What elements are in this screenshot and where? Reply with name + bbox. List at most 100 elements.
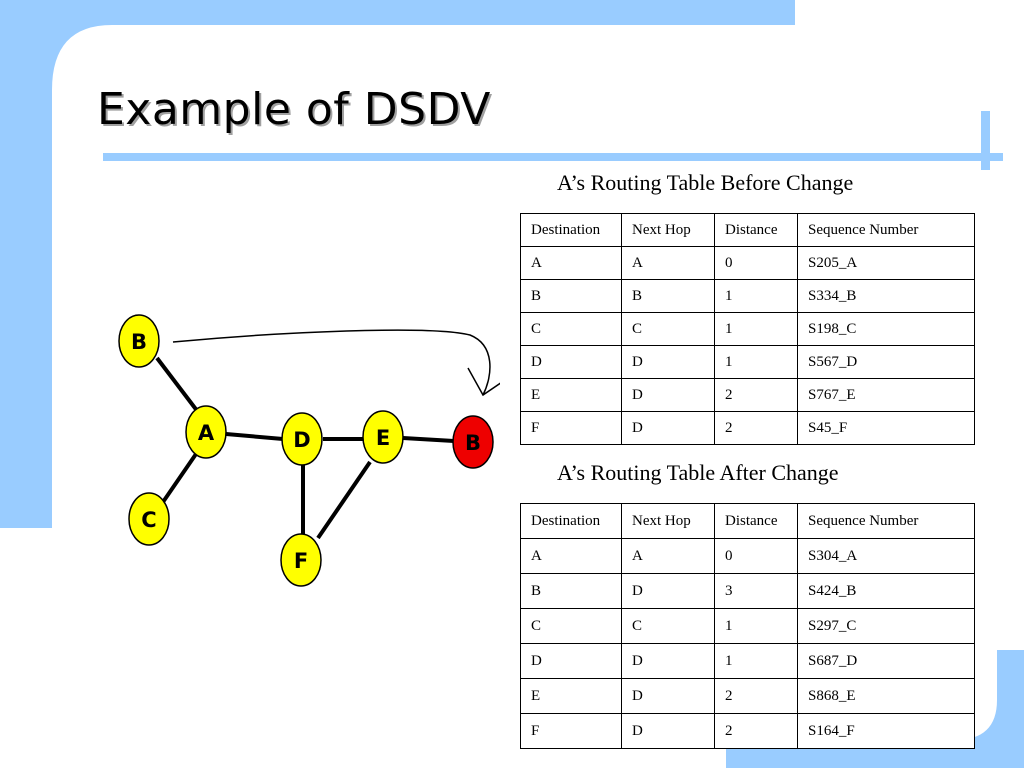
cell-distance: 1 <box>714 279 798 313</box>
cell-next-hop: A <box>621 538 715 574</box>
node-b-new: B <box>452 415 494 469</box>
movement-arrowhead <box>467 367 500 397</box>
node-f: F <box>280 533 322 587</box>
cell-distance: 2 <box>714 378 798 412</box>
node-a-label: A <box>198 421 215 445</box>
cell-distance: 0 <box>714 538 798 574</box>
cell-distance: 3 <box>714 573 798 609</box>
table-row: C C 1 S297_C <box>520 608 975 644</box>
cell-sequence-number: S205_A <box>797 246 975 280</box>
cell-destination: A <box>520 246 622 280</box>
cell-destination: F <box>520 713 622 749</box>
cell-sequence-number: S687_D <box>797 643 975 679</box>
cell-distance: 2 <box>714 713 798 749</box>
cell-destination: D <box>520 643 622 679</box>
cell-sequence-number: S868_E <box>797 678 975 714</box>
table-row: E D 2 S767_E <box>520 378 975 412</box>
cell-destination: F <box>520 411 622 445</box>
node-c: C <box>128 492 170 546</box>
cell-sequence-number: S567_D <box>797 345 975 379</box>
cell-distance: 1 <box>714 608 798 644</box>
cell-destination: C <box>520 608 622 644</box>
node-f-label: F <box>294 549 308 573</box>
after-routing-table: Destination Next Hop Distance Sequence N… <box>520 503 975 749</box>
node-e: E <box>362 410 404 464</box>
node-b-new-label: B <box>465 431 481 455</box>
link-a-d <box>225 432 284 441</box>
link-b-a <box>155 356 200 414</box>
table-row: E D 2 S868_E <box>520 678 975 714</box>
cell-destination: E <box>520 378 622 412</box>
cell-distance: 1 <box>714 345 798 379</box>
header-sequence-number: Sequence Number <box>797 503 975 539</box>
cell-distance: 0 <box>714 246 798 280</box>
cell-distance: 2 <box>714 411 798 445</box>
table-row: C C 1 S198_C <box>520 312 975 346</box>
cell-destination: C <box>520 312 622 346</box>
cell-sequence-number: S334_B <box>797 279 975 313</box>
cell-next-hop: C <box>621 608 715 644</box>
node-d: D <box>281 412 323 466</box>
title-underline-tick <box>981 111 990 170</box>
header-next-hop: Next Hop <box>621 213 715 247</box>
cell-next-hop: D <box>621 345 715 379</box>
before-routing-table: Destination Next Hop Distance Sequence N… <box>520 213 975 445</box>
cell-destination: B <box>520 573 622 609</box>
before-table-caption: A’s Routing Table Before Change <box>557 170 854 195</box>
table-row: D D 1 S687_D <box>520 643 975 679</box>
after-table-caption: A’s Routing Table After Change <box>557 460 839 485</box>
cell-next-hop: A <box>621 246 715 280</box>
cell-next-hop: D <box>621 713 715 749</box>
link-e-f <box>316 460 372 540</box>
table-row: D D 1 S567_D <box>520 345 975 379</box>
cell-next-hop: D <box>621 378 715 412</box>
table-row: B D 3 S424_B <box>520 573 975 609</box>
link-a-c <box>161 452 198 504</box>
cell-destination: D <box>520 345 622 379</box>
cell-next-hop: D <box>621 678 715 714</box>
title-underline <box>103 153 1003 161</box>
table-header-row: Destination Next Hop Distance Sequence N… <box>520 213 975 247</box>
cell-destination: B <box>520 279 622 313</box>
cell-sequence-number: S767_E <box>797 378 975 412</box>
cell-destination: E <box>520 678 622 714</box>
network-links <box>155 356 455 540</box>
cell-distance: 1 <box>714 643 798 679</box>
table-row: F D 2 S164_F <box>520 713 975 749</box>
link-e-b <box>402 436 455 443</box>
cell-next-hop: D <box>621 573 715 609</box>
cell-next-hop: D <box>621 643 715 679</box>
table-row: A A 0 S304_A <box>520 538 975 574</box>
header-next-hop: Next Hop <box>621 503 715 539</box>
cell-sequence-number: S424_B <box>797 573 975 609</box>
cell-destination: A <box>520 538 622 574</box>
cell-next-hop: B <box>621 279 715 313</box>
cell-next-hop: C <box>621 312 715 346</box>
table-header-row: Destination Next Hop Distance Sequence N… <box>520 503 975 539</box>
header-destination: Destination <box>520 503 622 539</box>
table-row: B B 1 S334_B <box>520 279 975 313</box>
node-e-label: E <box>376 426 390 450</box>
cell-next-hop: D <box>621 411 715 445</box>
cell-sequence-number: S304_A <box>797 538 975 574</box>
table-row: F D 2 S45_F <box>520 411 975 445</box>
cell-sequence-number: S198_C <box>797 312 975 346</box>
cell-sequence-number: S297_C <box>797 608 975 644</box>
node-b-old-label: B <box>131 330 147 354</box>
header-distance: Distance <box>714 213 798 247</box>
node-d-label: D <box>293 428 310 452</box>
header-destination: Destination <box>520 213 622 247</box>
cell-sequence-number: S45_F <box>797 411 975 445</box>
movement-arrow <box>172 329 491 396</box>
slide-title: Example of DSDV <box>97 84 491 135</box>
cell-sequence-number: S164_F <box>797 713 975 749</box>
node-c-label: C <box>141 508 156 532</box>
header-distance: Distance <box>714 503 798 539</box>
header-sequence-number: Sequence Number <box>797 213 975 247</box>
cell-distance: 2 <box>714 678 798 714</box>
network-diagram: B A C D E F B <box>118 314 500 587</box>
node-b-old: B <box>118 314 160 368</box>
cell-distance: 1 <box>714 312 798 346</box>
table-row: A A 0 S205_A <box>520 246 975 280</box>
node-a: A <box>185 405 227 459</box>
